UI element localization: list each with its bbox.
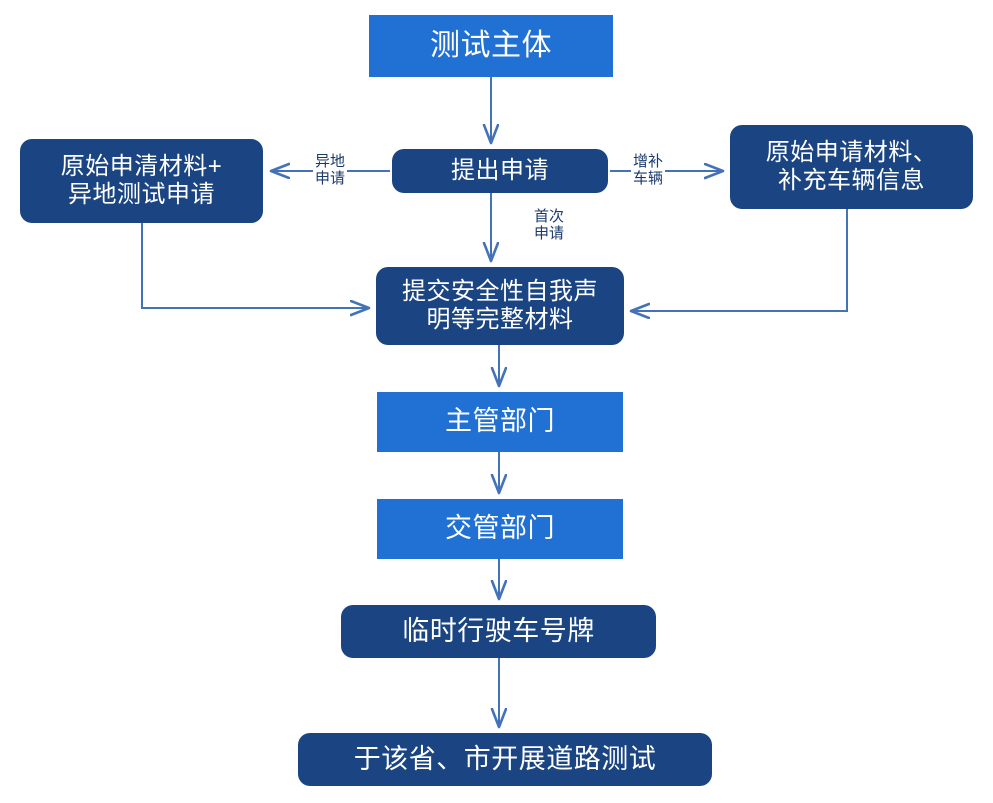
node-submit-application[interactable]: 提出申请 bbox=[392, 149, 608, 193]
node-safety-declaration[interactable]: 提交安全性自我声 明等完整材料 bbox=[376, 267, 624, 345]
node-competent-authority[interactable]: 主管部门 bbox=[377, 392, 623, 452]
node-test-subject[interactable]: 测试主体 bbox=[369, 15, 613, 77]
edge-supplement-to-safety-declaration bbox=[632, 209, 848, 311]
node-offsite-materials[interactable]: 原始申清材料+ 异地测试申请 bbox=[20, 139, 263, 223]
edge-label-first-time-application: 首次 申请 bbox=[532, 208, 567, 243]
node-temporary-plate[interactable]: 临时行驶车号牌 bbox=[341, 605, 656, 658]
edge-label-supplement-vehicle: 增补 车辆 bbox=[631, 153, 666, 188]
edge-offsite-to-safety-declaration bbox=[141, 223, 368, 308]
node-traffic-authority[interactable]: 交管部门 bbox=[377, 499, 623, 559]
node-road-test[interactable]: 于该省、市开展道路测试 bbox=[298, 733, 712, 786]
node-supplement-materials[interactable]: 原始申请材料、 补充车辆信息 bbox=[730, 125, 973, 209]
edge-label-offsite-application: 异地 申请 bbox=[313, 153, 348, 188]
